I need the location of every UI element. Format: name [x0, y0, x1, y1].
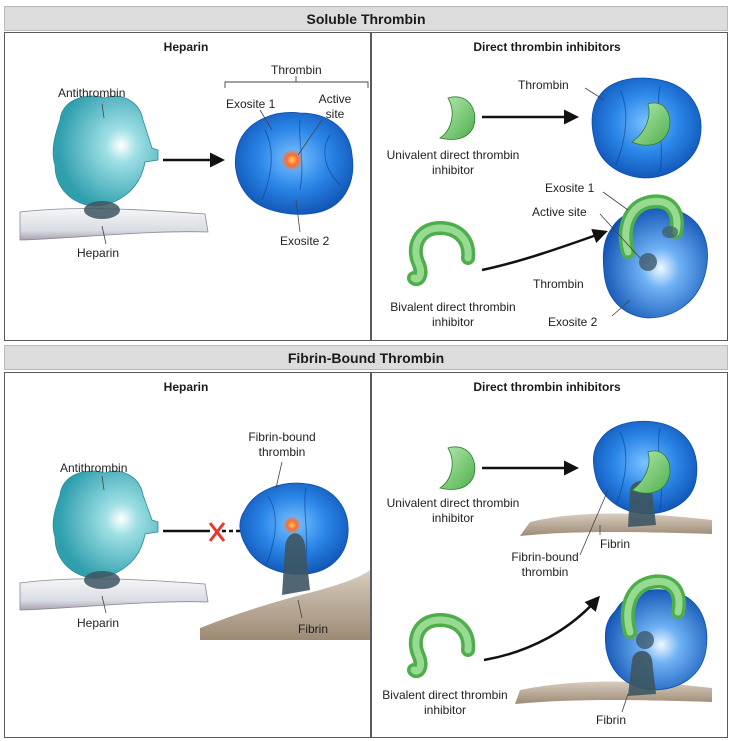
fibrin-surface	[200, 570, 370, 640]
label-active-site: Active site	[532, 205, 587, 219]
active-site-marker	[636, 631, 654, 649]
fibrin-tether	[628, 651, 656, 696]
label-bivalent-dti: Bivalent direct thrombin inhibitor	[390, 300, 516, 329]
leader-line	[599, 213, 641, 259]
heparin-strip	[19, 208, 209, 241]
panel-title-dti: Direct thrombin inhibitors	[473, 380, 621, 394]
leader-line	[101, 595, 107, 614]
label-thrombin: Thrombin	[533, 277, 584, 291]
label-active-site: Active site	[318, 92, 352, 121]
leader-line	[259, 109, 273, 131]
thrombin-bracket	[224, 81, 369, 88]
leader-line	[297, 119, 323, 156]
label-fibrin: Fibrin	[600, 537, 631, 551]
fibrin-tether	[282, 533, 310, 595]
fibrin-surface	[520, 513, 712, 536]
antithrombin-shape	[52, 470, 159, 579]
panel-title-dti: Direct thrombin inhibitors	[473, 40, 621, 54]
fibrin-surface	[515, 681, 712, 704]
active-site-marker	[639, 253, 657, 271]
label-fibrin-bound-thrombin: Fibrin-bound thrombin	[248, 430, 316, 459]
label-thrombin: Thrombin	[518, 78, 569, 92]
leader-line	[101, 475, 105, 491]
label-exosite-2: Exosite 2	[548, 315, 598, 329]
leader-line	[611, 299, 631, 317]
leader-line	[579, 489, 609, 556]
arrow	[481, 228, 608, 272]
leader-line	[295, 199, 301, 233]
active-site-marker	[283, 516, 301, 534]
bound-univalent-inhibitor	[631, 450, 671, 494]
leader-line	[621, 693, 629, 713]
label-exosite-2: Exosite 2	[280, 234, 330, 248]
leader-line	[101, 225, 107, 245]
label-heparin: Heparin	[77, 616, 120, 630]
univalent-inhibitor	[439, 96, 476, 140]
active-site-marker	[281, 149, 303, 171]
section-header-soluble: Soluble Thrombin	[4, 6, 728, 31]
leader-line	[584, 87, 605, 101]
panel-title-heparin: Heparin	[163, 380, 209, 394]
leader-line	[602, 191, 629, 211]
label-univalent-dti: Univalent direct thrombin inhibitor	[386, 148, 520, 177]
label-antithrombin: Antithrombin	[60, 461, 128, 475]
label-fibrin: Fibrin	[298, 622, 329, 636]
bound-univalent-inhibitor	[631, 102, 671, 146]
heparin-binding-site	[84, 571, 120, 589]
label-antithrombin: Antithrombin	[58, 86, 126, 100]
arrow	[483, 595, 600, 662]
label-exosite-1: Exosite 1	[545, 181, 595, 195]
antithrombin-shape	[52, 95, 159, 207]
leader-line	[101, 103, 105, 119]
label-bivalent-dti: Bivalent direct thrombin inhibitor	[382, 688, 508, 717]
panel-divider	[370, 33, 372, 340]
panel-title-heparin: Heparin	[163, 40, 209, 54]
exosite-marker	[662, 226, 678, 238]
section-title: Fibrin-Bound Thrombin	[287, 349, 445, 366]
heparin-strip	[19, 578, 209, 611]
heparin-binding-site	[84, 201, 120, 219]
label-univalent-dti: Univalent direct thrombin inhibitor	[386, 496, 520, 525]
label-exosite-1: Exosite 1	[226, 97, 276, 111]
thrombin-shape	[592, 421, 698, 515]
leader-line	[275, 461, 283, 489]
section-title: Soluble Thrombin	[306, 10, 426, 27]
panel-divider	[370, 373, 372, 737]
label-fibrin: Fibrin	[596, 713, 627, 727]
univalent-inhibitor	[439, 446, 476, 490]
section-header-fibrin-bound: Fibrin-Bound Thrombin	[4, 345, 728, 370]
label-heparin: Heparin	[77, 246, 120, 260]
thrombin-shape	[604, 589, 708, 691]
label-fibrin-bound-thrombin: Fibrin-bound thrombin	[511, 550, 579, 579]
leader-line	[297, 599, 303, 619]
label-thrombin: Thrombin	[271, 63, 322, 77]
blocked-x-icon	[208, 522, 226, 542]
